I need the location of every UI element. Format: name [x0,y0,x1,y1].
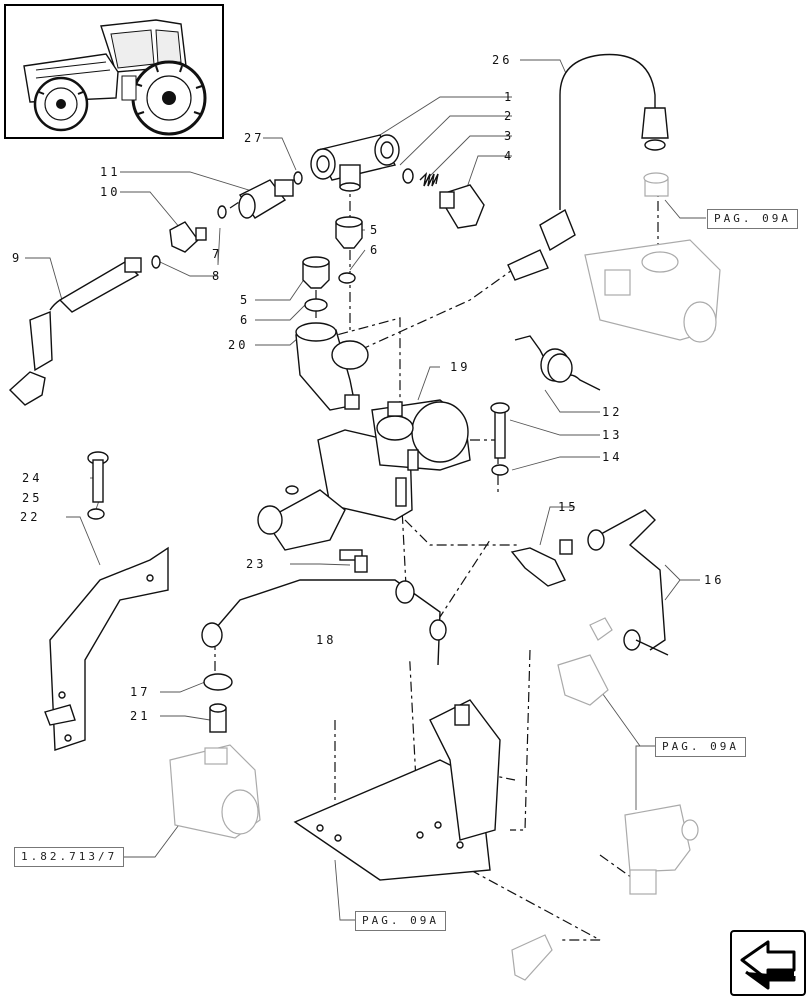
callout-12: 12 [602,405,622,419]
callout-7: 7 [212,247,222,261]
part-10-nut [169,221,207,253]
callout-24: 24 [22,471,42,485]
part-7-o-ring [217,205,227,219]
part-3-spring [419,171,439,187]
part-22-bracket [44,546,169,751]
gray-fitting-top [643,172,669,197]
part-19-valve-body [257,399,471,551]
part-16-tube [587,509,669,656]
callout-10: 10 [100,185,120,199]
callout-8: 8 [212,269,222,283]
part-18-tube [201,579,447,666]
callout-22: 22 [20,510,40,524]
callout-9: 9 [12,251,22,265]
reference-pag-09a-mid[interactable]: PAG. 09A [655,737,746,757]
gray-fitting-bottom [511,934,553,981]
part-2-o-ring [402,168,414,184]
callout-5a: 5 [370,223,380,237]
part-26-hose [507,53,669,281]
part-1-tee-fitting [310,134,400,192]
callout-2: 2 [504,109,514,123]
support-bracket [293,699,501,881]
tractor-thumbnail-icon [4,4,224,139]
gray-valve-lower-left [169,744,261,839]
callout-15: 15 [558,500,578,514]
part-21-fitting [209,703,227,733]
part-4-plug [439,184,485,229]
part-13-bolt [490,402,510,459]
callout-11: 11 [100,165,120,179]
part-17-o-ring [203,673,233,691]
callout-27: 27 [244,131,264,145]
callout-4: 4 [504,149,514,163]
callout-18: 18 [316,633,336,647]
callouts: 1 2 3 4 5 5 6 6 7 8 9 10 11 12 13 14 15 … [12,53,724,723]
part-5-fitting-upper [335,216,363,249]
part-9-control-cable [8,257,142,406]
part-25-washer [87,508,105,520]
part-23-fitting [339,549,368,573]
callout-20: 20 [228,338,248,352]
callout-21: 21 [130,709,150,723]
reference-section-link[interactable]: 1.82.713/7 [14,847,125,867]
part-5-fitting-left [302,256,330,289]
part-24-bolt [87,451,109,503]
part-8-o-ring [151,255,161,269]
part-15-elbow [510,539,573,587]
callout-5b: 5 [240,293,250,307]
callout-25: 25 [22,491,42,505]
part-14-washer [491,464,509,476]
part-20-elbow [295,322,369,411]
part-6-o-ring-left [304,298,328,312]
part-6-o-ring-upper [338,272,356,284]
callout-3: 3 [504,129,514,143]
gray-valve-top [584,239,721,343]
part-11-adapter [238,179,294,219]
part-27-o-ring [293,171,303,185]
parts [8,53,721,981]
callout-14: 14 [602,450,622,464]
callout-26: 26 [492,53,512,67]
leader-lines [25,59,706,921]
part-12-spring [514,335,601,391]
callout-19: 19 [450,360,470,374]
callout-13: 13 [602,428,622,442]
callout-1: 1 [504,90,514,104]
callout-23: 23 [246,557,266,571]
callout-6a: 6 [370,243,380,257]
callout-6b: 6 [240,313,250,327]
gray-solenoid-valve [624,804,699,895]
return-arrow-icon[interactable] [730,930,806,996]
gray-fitting-mid [557,617,613,706]
reference-pag-09a-top[interactable]: PAG. 09A [707,209,798,229]
reference-pag-09a-bottom[interactable]: PAG. 09A [355,911,446,931]
callout-16: 16 [704,573,724,587]
callout-17: 17 [130,685,150,699]
